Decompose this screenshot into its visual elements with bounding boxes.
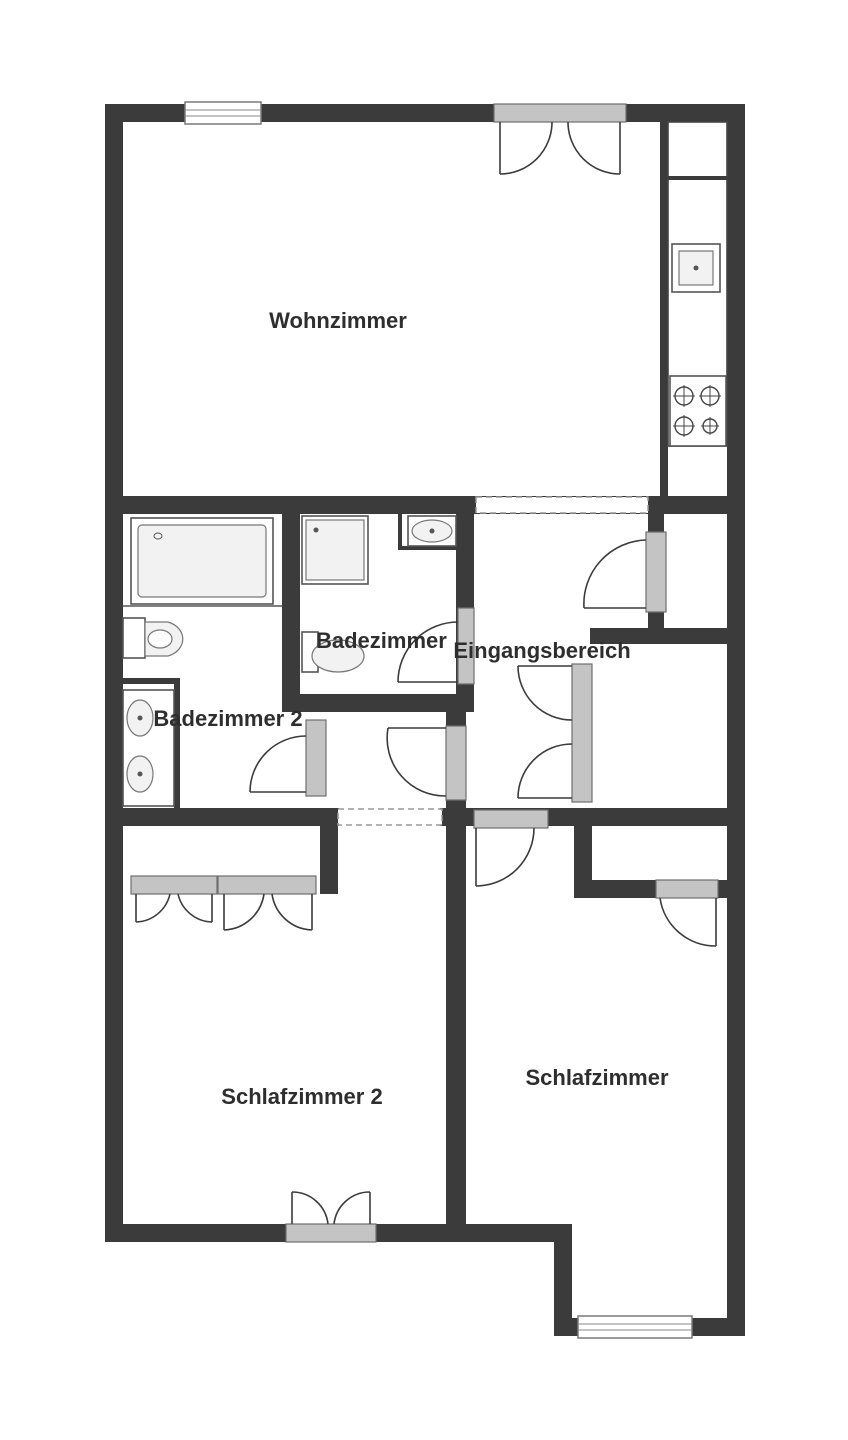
door-bathroom [397, 607, 475, 685]
door-bedroom [473, 809, 549, 887]
wall-closet-bottom [590, 628, 727, 644]
washbasin-icon [407, 515, 457, 547]
toilet-icon [301, 631, 365, 673]
room-label-wohnzimmer: Wohnzimmer [269, 308, 407, 333]
wall-mid-left [105, 808, 339, 826]
outer-wall-bay-left [554, 1224, 572, 1336]
bathroom-fixtures [301, 515, 457, 673]
door-corridor [386, 725, 467, 801]
opening-corridor-bedroom2 [337, 808, 443, 826]
windows [184, 101, 693, 1339]
wall-wardrobe2-right [320, 808, 338, 894]
doors [130, 103, 719, 1243]
door-wardrobe2-b [217, 875, 317, 931]
wall-wardrobe-left [574, 808, 592, 898]
shower-icon [301, 515, 369, 585]
toilet2-icon [122, 617, 184, 659]
room-label-eingangsbereich: Eingangsbereich [453, 638, 630, 663]
wall-niche-bottom [398, 546, 458, 550]
room-label-badezimmer: Badezimmer [316, 628, 447, 653]
window-living-left [184, 101, 262, 125]
kitchen-counter-top [667, 121, 728, 179]
room-label-badezimmer-2: Badezimmer 2 [153, 706, 302, 731]
double-washbasin-icon [122, 689, 175, 807]
door-bath2 [249, 719, 327, 797]
bathroom2-fixtures [122, 517, 282, 807]
bathtub-icon [130, 517, 274, 605]
outer-wall-left [105, 104, 123, 1242]
room-labels: Wohnzimmer Badezimmer Eingangsbereich Ba… [153, 308, 669, 1109]
door-entrance [517, 663, 593, 803]
sink-icon [671, 243, 721, 293]
wall-living-lower [105, 496, 745, 514]
wall-bath2-cabinet-top [123, 678, 179, 684]
window-bedroom-bay [577, 1315, 693, 1339]
opening-living-entrance [475, 496, 649, 514]
wall-corridor [446, 694, 466, 1242]
door-living-french [493, 103, 627, 175]
room-label-schlafzimmer: Schlafzimmer [525, 1065, 668, 1090]
kitchen [667, 121, 728, 447]
door-wardrobe2-a [130, 875, 218, 923]
room-label-schlafzimmer-2: Schlafzimmer 2 [221, 1084, 382, 1109]
wall-bath2-bath [282, 496, 300, 712]
kitchen-wall [660, 122, 668, 498]
door-closet [583, 531, 667, 613]
openings [337, 496, 649, 826]
door-bedroom2-french [285, 1191, 377, 1243]
wall-bath2-cabinet-right [174, 678, 180, 810]
wall-bath-bottom [282, 694, 474, 712]
outer-wall-right [727, 104, 745, 1336]
stove-icon [669, 375, 727, 447]
wall-niche [398, 514, 402, 550]
door-wardrobe [655, 879, 719, 947]
